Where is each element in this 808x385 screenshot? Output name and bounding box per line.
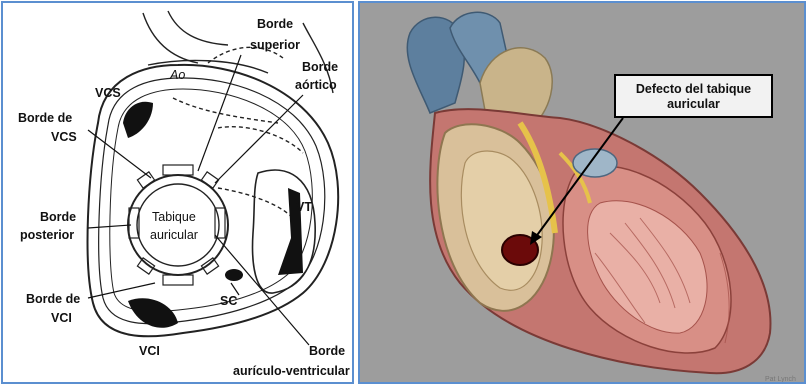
- schematic-drawing: Ao VCS Borde superior Borde aórtico Bord…: [3, 3, 354, 384]
- borde-vci-label-line2: VCI: [51, 311, 72, 325]
- tabique-label-line1: Tabique: [152, 210, 196, 224]
- schematic-panel: Ao VCS Borde superior Borde aórtico Bord…: [1, 1, 354, 384]
- heart-illustration: Pat Lynch: [360, 3, 806, 384]
- borde-aortico-label-line1: Borde: [302, 60, 338, 74]
- vcs-label: VCS: [95, 86, 121, 100]
- borde-vci-label-line1: Borde de: [26, 292, 80, 306]
- borde-vcs-label-line1: Borde de: [18, 111, 72, 125]
- borde-av-label-line2: aurículo-ventricular: [233, 364, 350, 378]
- defect-callout-box: Defecto del tabique auricular: [614, 74, 773, 118]
- artist-signature: Pat Lynch: [765, 376, 796, 383]
- borde-vcs-label-line2: VCS: [51, 130, 77, 144]
- sc-label: SC: [220, 294, 237, 308]
- borde-aortico-label-line2: aórtico: [295, 78, 337, 92]
- ao-label: Ao: [169, 68, 185, 82]
- tabique-label-line2: auricular: [150, 228, 198, 242]
- borde-superior-label-line2: superior: [250, 38, 300, 52]
- defect-callout-line2: auricular: [616, 97, 771, 112]
- borde-posterior-label-line1: Borde: [40, 210, 76, 224]
- vt-label: VT: [296, 200, 312, 214]
- defect-callout-line1: Defecto del tabique: [616, 82, 771, 97]
- vci-label: VCI: [139, 344, 160, 358]
- heart-illustration-panel: Pat Lynch Defecto del tabique auricular: [358, 1, 806, 384]
- borde-av-label-line1: Borde: [309, 344, 345, 358]
- borde-superior-label-line1: Borde: [257, 17, 293, 31]
- borde-posterior-label-line2: posterior: [20, 228, 74, 242]
